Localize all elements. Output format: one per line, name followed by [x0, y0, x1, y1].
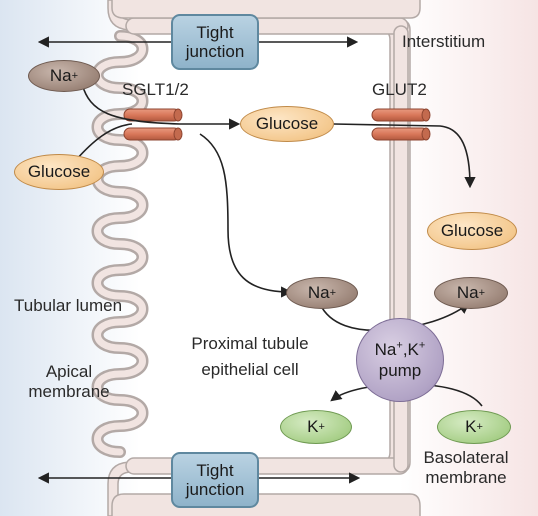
- na-k-pump-k: ,K: [402, 340, 419, 359]
- na-ion-lumen: Na+: [28, 60, 100, 92]
- glut-label: GLUT2: [372, 80, 427, 99]
- na-k-pump-line2: pump: [378, 361, 422, 380]
- na-ion-interstitium-text: Na: [456, 283, 479, 302]
- na-k-pump: Na+,K+ pump: [356, 318, 444, 402]
- proximal-cell-label-line1: Proximal tubule: [191, 334, 309, 353]
- proximal-cell-label-line2: epithelial cell: [201, 360, 299, 379]
- apical-membrane-label-line1: Apical: [45, 362, 93, 381]
- tight-junction-top-line2: junction: [185, 42, 245, 61]
- tubular-lumen-label: Tubular lumen: [14, 296, 123, 315]
- apical-membrane-label: Apical membrane: [26, 362, 112, 402]
- na-ion-cell: Na+: [286, 277, 358, 309]
- glucose-lumen-text: Glucose: [27, 162, 91, 181]
- apical-membrane-label-line2: membrane: [28, 382, 110, 401]
- basolateral-membrane-label-line1: Basolateral: [423, 448, 509, 467]
- tight-junction-bottom-line2: junction: [185, 480, 245, 499]
- tight-junction-bottom: Tight junction: [171, 452, 259, 508]
- na-k-pump-k-charge: +: [418, 339, 426, 352]
- glucose-interstitium: Glucose: [427, 212, 517, 250]
- glucose-cell-text: Glucose: [255, 114, 319, 133]
- na-ion-cell-text: Na: [307, 283, 330, 302]
- na-k-pump-na: Na: [374, 340, 397, 359]
- tight-junction-top: Tight junction: [171, 14, 259, 70]
- glucose-exit-arrow: [333, 123, 476, 189]
- glucose-influx-arrow: [75, 123, 133, 161]
- glucose-interstitium-text: Glucose: [440, 221, 504, 240]
- basolateral-membrane-label: Basolateral membrane: [410, 448, 522, 488]
- k-ion-interstitium-text: K: [465, 417, 477, 436]
- sglt-label: SGLT1/2: [122, 80, 189, 99]
- basolateral-membrane-label-line2: membrane: [425, 468, 507, 487]
- tight-junction-top-line1: Tight: [196, 23, 234, 42]
- k-ion-cell-text: K: [307, 417, 319, 436]
- glucose-lumen: Glucose: [14, 154, 104, 190]
- k-ion-cell: K+: [280, 410, 352, 444]
- glut-transporter: [371, 108, 431, 141]
- proximal-cell-label: Proximal tubule epithelial cell: [180, 334, 320, 380]
- interstitium-label: Interstitium: [402, 32, 486, 51]
- na-ion-interstitium: Na+: [434, 277, 508, 309]
- k-ion-interstitium: K+: [437, 410, 511, 444]
- cell-membrane: [91, 0, 421, 516]
- na-influx-arrow: [81, 83, 241, 130]
- tight-junction-bottom-line1: Tight: [196, 461, 234, 480]
- na-k-pump-line1: Na+,K+: [375, 339, 426, 360]
- na-ion-lumen-text: Na: [49, 66, 72, 85]
- sglt-transporter: [123, 108, 183, 141]
- glucose-cell: Glucose: [240, 106, 334, 142]
- na-k-pump-na-charge: +: [396, 339, 403, 352]
- na-into-cell-arrow: [199, 133, 293, 298]
